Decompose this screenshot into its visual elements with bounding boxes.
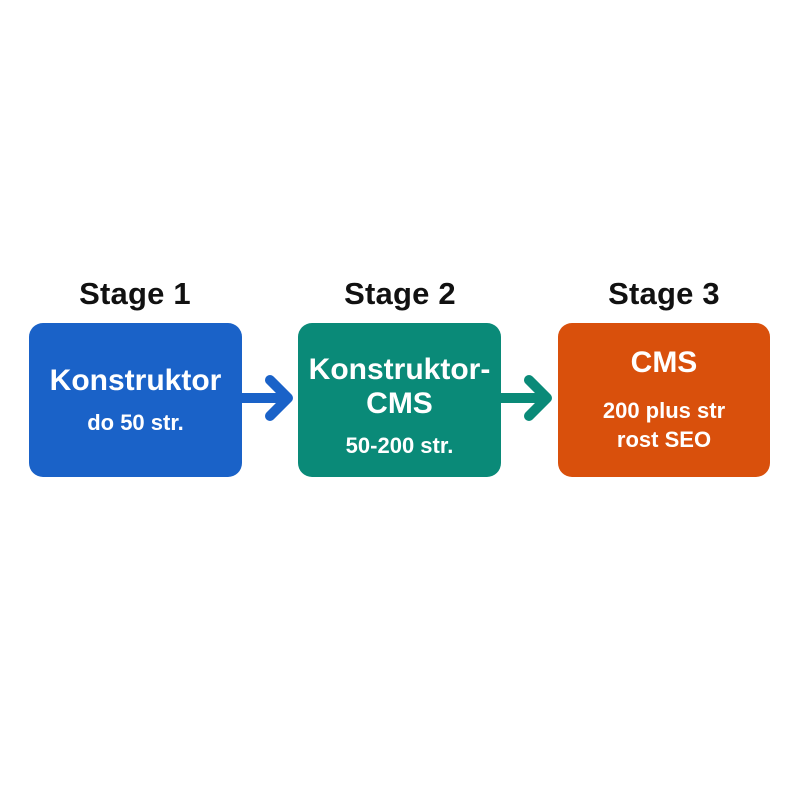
stage-1-title: Konstruktor bbox=[49, 363, 222, 397]
stage-3-heading: Stage 3 bbox=[608, 276, 720, 311]
stage-3-box: CMS 200 plus str rost SEO bbox=[558, 323, 770, 477]
arrow-right-icon bbox=[238, 375, 293, 421]
stage-2-box: Konstruktor- CMS 50-200 str. bbox=[298, 323, 501, 477]
stage-3-title: CMS bbox=[630, 346, 698, 379]
arrow-right-icon bbox=[497, 375, 552, 421]
stage-1-subtitle: do 50 str. bbox=[87, 409, 184, 435]
stage-3-subtitle: 200 plus str rost SEO bbox=[602, 398, 726, 452]
stage-2-heading: Stage 2 bbox=[344, 276, 456, 311]
stage-2-title: Konstruktor- CMS bbox=[308, 352, 491, 420]
stage-1-heading: Stage 1 bbox=[79, 276, 191, 311]
stage-2-subtitle: 50-200 str. bbox=[345, 432, 454, 458]
stage-1-box: Konstruktor do 50 str. bbox=[29, 323, 242, 477]
